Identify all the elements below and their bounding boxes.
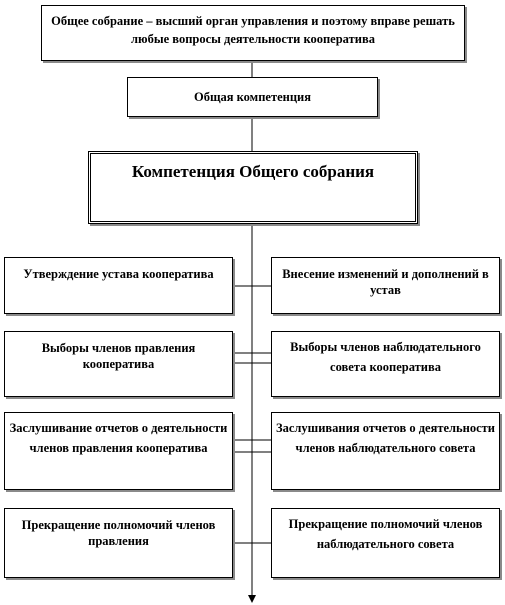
board-termination-text: Прекращение полномочий членов правления xyxy=(21,518,216,548)
board-election-text: Выборы членов правления кооператива xyxy=(41,341,196,371)
supervisory-reports-box: Заслушивания отчетов о деятельности член… xyxy=(271,412,500,490)
board-election-box: Выборы членов правления кооператива xyxy=(4,331,233,397)
general-competence-text: Общая компетенция xyxy=(193,90,312,104)
board-reports-box: Заслушивание отчетов о деятельности член… xyxy=(4,412,233,490)
general-meeting-box: Общее собрание – высший орган управления… xyxy=(41,5,465,61)
arrow-down-icon xyxy=(248,595,256,603)
charter-approval-text: Утверждение устава кооператива xyxy=(23,267,214,281)
board-termination-box: Прекращение полномочий членов правления xyxy=(4,508,233,578)
charter-approval-box: Утверждение устава кооператива xyxy=(4,257,233,314)
charter-amendments-box: Внесение изменений и дополнений в устав xyxy=(271,257,500,314)
general-meeting-text: Общее собрание – высший орган управления… xyxy=(51,14,455,46)
supervisory-termination-box: Прекращение полномочий членов наблюдател… xyxy=(271,508,500,578)
meeting-competence-box: Компетенция Общего собрания xyxy=(88,151,418,224)
charter-amendments-text: Внесение изменений и дополнений в устав xyxy=(282,267,489,297)
general-competence-box: Общая компетенция xyxy=(127,77,378,117)
supervisory-election-text: Выборы членов наблюдательного совета коо… xyxy=(290,340,481,374)
supervisory-election-box: Выборы членов наблюдательного совета коо… xyxy=(271,331,500,397)
supervisory-reports-text: Заслушивания отчетов о деятельности член… xyxy=(276,421,495,455)
meeting-competence-text: Компетенция Общего собрания xyxy=(131,162,375,181)
board-reports-text: Заслушивание отчетов о деятельности член… xyxy=(9,421,228,455)
supervisory-termination-text: Прекращение полномочий членов наблюдател… xyxy=(288,517,483,551)
